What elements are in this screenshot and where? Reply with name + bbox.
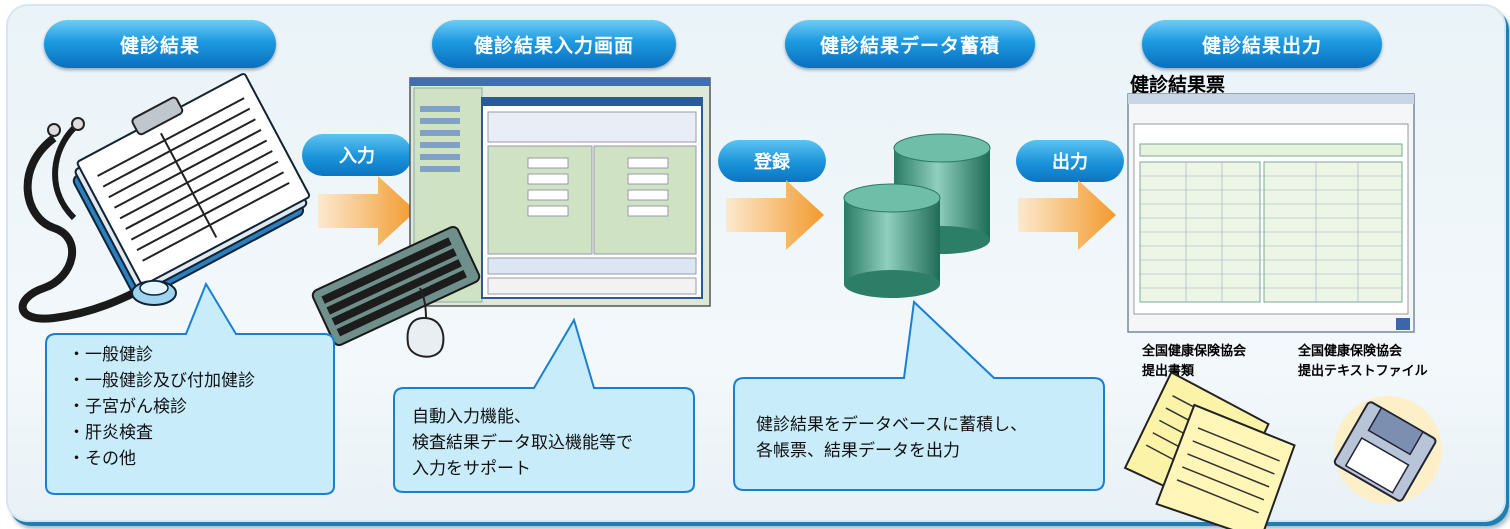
arrow-register — [726, 180, 824, 250]
documents-illustration — [1123, 371, 1296, 529]
keyboard-mouse-illustration — [311, 225, 481, 358]
bubble-checkup-types-text: ・一般健診 ・一般健診及び付加健診 ・子宮がん検診 ・肝炎検査 ・その他 — [68, 345, 255, 469]
bubble-data-storage — [733, 299, 1105, 491]
report-preview-screenshot — [1127, 93, 1415, 333]
output-textfile-label: 全国健康保険協会提出テキストファイル — [1298, 344, 1428, 379]
clipboard-stethoscope-illustration — [18, 73, 311, 323]
bubble-checkup-types — [45, 281, 335, 495]
header-results-output: 健診結果出力 — [1142, 20, 1382, 68]
header-health-checkup-results: 健診結果 — [44, 20, 276, 68]
header-input-screen: 健診結果入力画面 — [432, 20, 676, 68]
output-docs-label: 全国健康保険協会提出書類 — [1142, 344, 1247, 379]
header-data-storage: 健診結果データ蓄積 — [785, 20, 1035, 68]
step-output-label: 出力 — [1016, 140, 1124, 182]
arrow-output — [1018, 180, 1116, 250]
bubble-input-support — [393, 317, 695, 493]
step-register-label: 登録 — [718, 140, 826, 182]
arrow-input — [318, 176, 416, 246]
bubble-input-support-text: 自動入力機能、 検査結果データ取込機能等で 入力をサポート — [412, 407, 633, 479]
step-input-label: 入力 — [302, 134, 412, 176]
bubble-data-storage-text: 健診結果をデータベースに蓄積し、 各帳票、結果データを出力 — [756, 415, 1028, 461]
floppy-disk-icon — [1333, 396, 1442, 504]
report-title: 健診結果票 — [1130, 74, 1226, 96]
database-cylinders-icon — [843, 133, 991, 298]
